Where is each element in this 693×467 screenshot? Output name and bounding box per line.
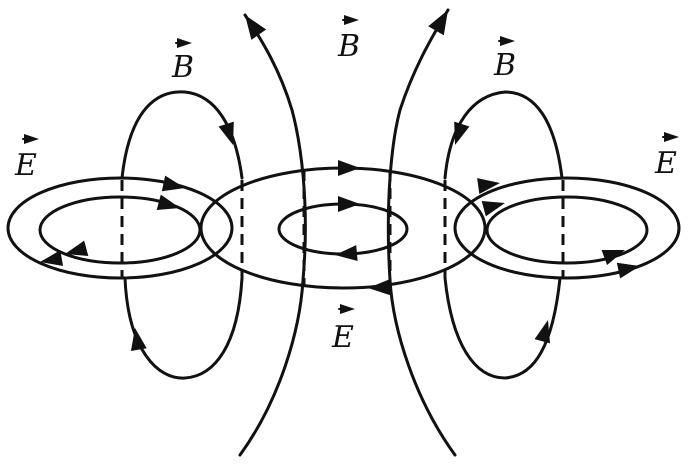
arrow-left-b-lower xyxy=(130,328,147,352)
field-labels: B B B E E E xyxy=(14,15,679,355)
direction-arrows xyxy=(40,10,640,352)
arrow-central-b-left xyxy=(245,15,267,40)
right-e-ring-outer xyxy=(453,176,681,280)
arrow-right-b-lower xyxy=(534,320,551,344)
arrow-center-e-inner-top xyxy=(338,196,360,212)
arrow-left-b-upper xyxy=(218,121,234,145)
left-b-loop-upper xyxy=(120,90,244,180)
right-b-loop-lower xyxy=(443,276,562,380)
center-e-ring-outer xyxy=(199,166,487,290)
label-e-right: E xyxy=(654,146,677,181)
right-b-loop-upper xyxy=(443,90,564,180)
right-e-ring-inner xyxy=(485,195,649,265)
arrow-right-e-outer-top xyxy=(477,178,500,194)
arrow-left-e-inner-top xyxy=(156,194,180,211)
arrow-central-b-right xyxy=(428,10,448,36)
left-e-ring-outer xyxy=(6,176,234,280)
label-e-bottom: E xyxy=(331,320,354,355)
arrow-center-e-outer-top xyxy=(338,160,360,176)
arrow-center-e-outer-bottom xyxy=(368,279,391,296)
arrow-left-e-outer-top xyxy=(161,175,185,192)
label-b-left: B xyxy=(171,50,194,85)
central-b-line-left xyxy=(238,13,307,457)
label-e-left: E xyxy=(14,148,37,183)
label-b-right: B xyxy=(493,48,516,83)
arrow-center-e-inner-bottom xyxy=(335,245,358,262)
arrow-right-e-outer-bottom xyxy=(616,262,640,279)
arrow-left-e-outer-bottom xyxy=(40,250,64,267)
arrow-right-b-upper xyxy=(454,121,470,145)
label-b-center: B xyxy=(337,29,360,64)
e-field-rings xyxy=(6,166,681,290)
left-b-loop-lower xyxy=(123,276,244,380)
arrow-left-e-inner-bottom xyxy=(65,240,89,257)
central-b-line-right xyxy=(386,8,457,457)
hidden-segments xyxy=(120,170,565,286)
arrow-right-e-inner-bottom xyxy=(601,250,625,266)
arrow-right-e-inner-top xyxy=(481,200,505,217)
